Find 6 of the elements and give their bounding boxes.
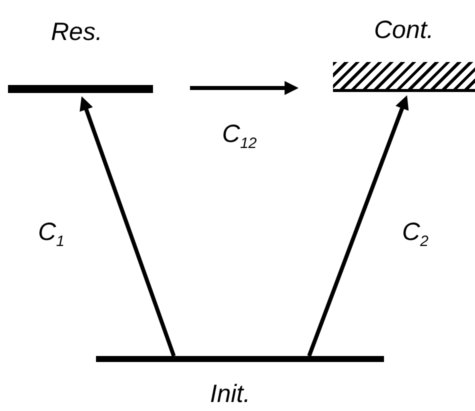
arrow: [190, 81, 299, 95]
level-label: Init.: [210, 380, 250, 408]
level-label: Res.: [51, 18, 102, 46]
level-label: Cont.: [374, 16, 434, 44]
arrow: [80, 96, 176, 357]
arrow: [307, 95, 409, 357]
